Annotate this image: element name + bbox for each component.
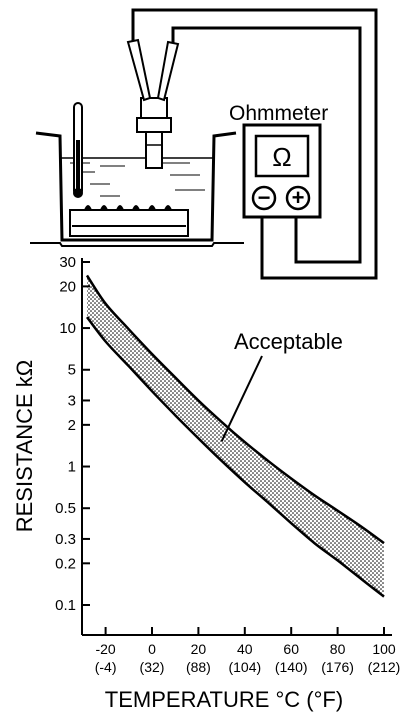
- y-tick-label: 10: [59, 320, 76, 337]
- acceptable-band: [87, 275, 384, 597]
- x-tick-label: -20: [95, 641, 115, 657]
- x-tick-label: 20: [191, 641, 207, 657]
- y-tick-label: 2: [68, 417, 76, 434]
- thermometer-drawing: [73, 102, 83, 198]
- y-tick-label: 20: [59, 278, 76, 295]
- x-tick-label: 60: [283, 641, 299, 657]
- y-axis-title: RESISTANCE kΩ: [12, 360, 37, 533]
- minus-terminal-label: −: [258, 185, 271, 210]
- plus-terminal: [285, 185, 311, 211]
- x-tick-sublabel: (140): [275, 659, 308, 675]
- x-tick-sublabel: (88): [186, 659, 211, 675]
- y-axis-ticks: 30 20 10 5 3 2 1 0.5 0.3 0.2 0.1: [55, 254, 90, 614]
- ohmmeter-label: Ohmmeter: [229, 102, 328, 125]
- x-tick-label: 80: [330, 641, 346, 657]
- test-setup-illustration: Ω − + Ohmmeter: [30, 8, 378, 280]
- ohmmeter-drawing: Ω − +: [242, 123, 322, 219]
- x-tick-sublabel: (32): [140, 659, 165, 675]
- water-pan-drawing: [30, 131, 244, 247]
- burner-drawing: [69, 205, 189, 237]
- upper-limit-curve: [85, 274, 385, 545]
- x-tick-sublabel: (212): [368, 659, 401, 675]
- plus-terminal-label: +: [292, 185, 305, 210]
- x-tick-label: 0: [148, 641, 156, 657]
- x-tick-label: 40: [237, 641, 253, 657]
- y-tick-label: 0.5: [55, 500, 76, 517]
- ohmmeter-symbol: Ω: [272, 142, 291, 172]
- acceptable-annotation-label: Acceptable: [234, 329, 343, 354]
- y-tick-label: 0.2: [55, 555, 76, 572]
- y-tick-label: 3: [68, 392, 76, 409]
- x-tick-sublabel: (176): [321, 659, 354, 675]
- x-tick-sublabel: (104): [228, 659, 261, 675]
- y-tick-label: 0.1: [55, 597, 76, 614]
- x-tick-sublabel: (-4): [95, 659, 117, 675]
- y-tick-label: 0.3: [55, 531, 76, 548]
- lower-limit-curve: [86, 316, 385, 598]
- acceptable-annotation-line: [220, 355, 263, 442]
- resistance-temperature-chart: Acceptable 30 20 10 5 3 2 1 0.5 0.3 0.2 0.1 -20 (-4…: [12, 254, 400, 712]
- y-tick-label: 1: [68, 459, 76, 476]
- minus-terminal: [251, 185, 277, 211]
- x-tick-label: 100: [372, 641, 396, 657]
- y-tick-label: 5: [68, 362, 76, 379]
- temperature-sensor-drawing: [136, 97, 172, 169]
- y-tick-label: 30: [59, 254, 76, 271]
- x-axis-title: TEMPERATURE °C (°F): [105, 687, 343, 712]
- x-axis-ticks: -20 (-4) 0 (32) 20 (88) 40 (104) 60 (140) 80 (176) 1…: [95, 627, 401, 675]
- test-leads-drawing: [126, 8, 378, 280]
